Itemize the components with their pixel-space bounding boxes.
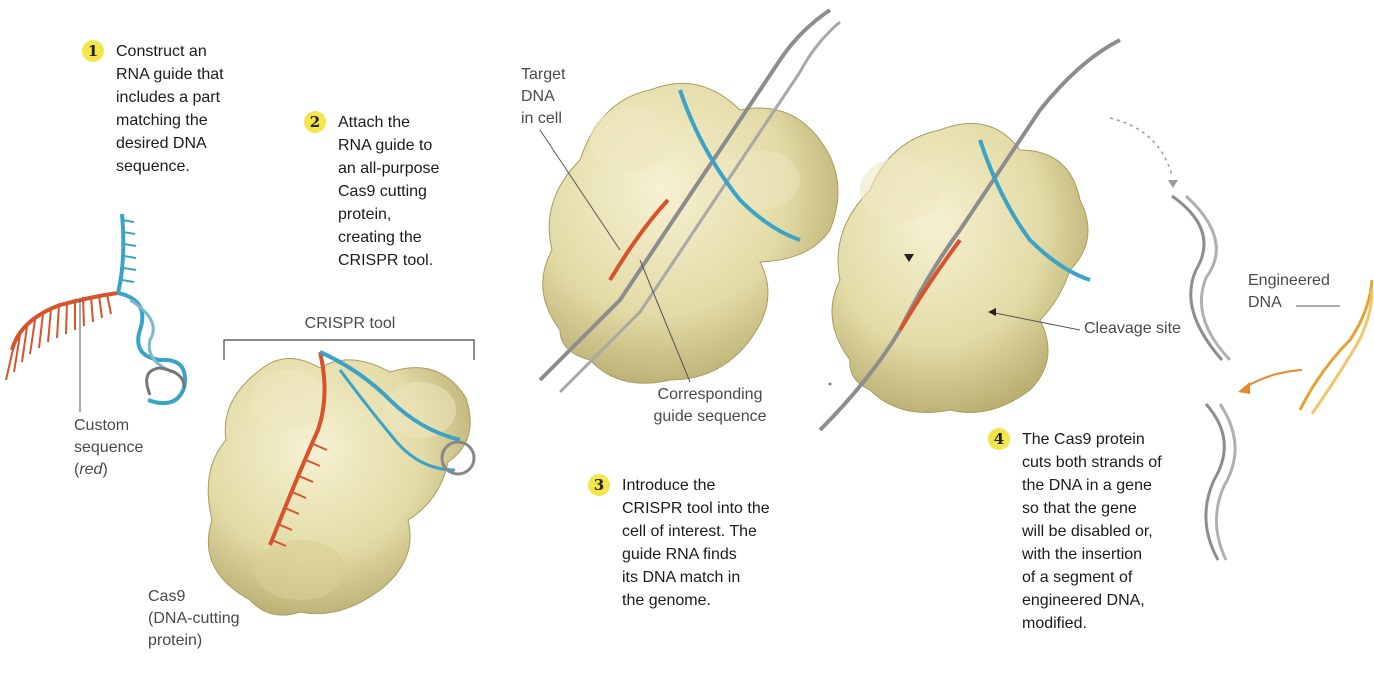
custom-sequence-teeth xyxy=(6,294,111,380)
step-3: 3 Introduce the CRISPR tool into the cel… xyxy=(622,474,792,612)
target-dna-label-line: DNA xyxy=(521,86,565,108)
corresponding-guide-label-line: guide sequence xyxy=(640,406,780,428)
step-2: 2 Attach the RNA guide to an all-purpose… xyxy=(338,111,478,272)
step-4-line: cuts both strands of xyxy=(1022,451,1192,474)
step-1: 1 Construct an RNA guide that includes a… xyxy=(116,40,256,178)
insertion-arrow xyxy=(1244,370,1302,388)
custom-sequence-label-line: sequence xyxy=(74,437,143,459)
step-4-line: modified. xyxy=(1022,612,1192,635)
custom-sequence-label: Custom sequence (red) xyxy=(74,415,143,481)
engineered-dna-label: Engineered DNA xyxy=(1248,270,1330,314)
target-dna-label-line: in cell xyxy=(521,108,565,130)
target-dna-label: Target DNA in cell xyxy=(521,64,565,130)
step-1-line: includes a part xyxy=(116,86,256,109)
step-1-line: desired DNA xyxy=(116,132,256,155)
step-4-line: with the insertion xyxy=(1022,543,1192,566)
step-2-badge: 2 xyxy=(304,111,326,133)
cas9-label: Cas9 (DNA-cutting protein) xyxy=(148,586,240,652)
step-1-line: sequence. xyxy=(116,155,256,178)
step-1-line: Construct an xyxy=(116,40,256,63)
step-2-line: creating the xyxy=(338,226,478,249)
step-2-line: an all-purpose xyxy=(338,157,478,180)
guide-rna-panel1 xyxy=(6,214,185,412)
step-1-badge: 1 xyxy=(82,40,104,62)
cas9-protein-panel3 xyxy=(543,83,838,383)
cas9-label-line: (DNA-cutting xyxy=(148,608,240,630)
cas9-label-line: Cas9 xyxy=(148,586,240,608)
step-1-line: RNA guide that xyxy=(116,63,256,86)
dotted-arrow xyxy=(1110,118,1172,176)
crispr-tool-bracket xyxy=(224,340,474,360)
engineered-dna-label-line: DNA xyxy=(1248,292,1330,314)
step-2-line: protein, xyxy=(338,203,478,226)
step-2-line: Cas9 cutting xyxy=(338,180,478,203)
custom-sequence-label-line: Custom xyxy=(74,415,143,437)
step-3-line: the genome. xyxy=(622,589,792,612)
step-4-line: will be disabled or, xyxy=(1022,520,1192,543)
step-1-line: matching the xyxy=(116,109,256,132)
step-3-line: cell of interest. The xyxy=(622,520,792,543)
engineered-dna-label-line: Engineered xyxy=(1248,270,1330,292)
step-4-line: so that the gene xyxy=(1022,497,1192,520)
step-3-badge: 3 xyxy=(588,474,610,496)
step-4-line: the DNA in a gene xyxy=(1022,474,1192,497)
cas9-protein-panel4 xyxy=(832,123,1088,412)
custom-sequence-strand xyxy=(12,293,118,350)
step-2-line: Attach the xyxy=(338,111,478,134)
cas9-protein-panel2 xyxy=(208,358,470,615)
step-4-line: of a segment of xyxy=(1022,566,1192,589)
cas9-label-line: protein) xyxy=(148,630,240,652)
corresponding-guide-label-line: Corresponding xyxy=(640,384,780,406)
step-4-line: The Cas9 protein xyxy=(1022,428,1192,451)
step-4: 4 The Cas9 protein cuts both strands of … xyxy=(1022,428,1192,635)
scatter-dot xyxy=(829,383,832,386)
step-3-line: CRISPR tool into the xyxy=(622,497,792,520)
corresponding-guide-label: Corresponding guide sequence xyxy=(640,384,780,428)
step-4-badge: 4 xyxy=(988,428,1010,450)
cleavage-site-label: Cleavage site xyxy=(1084,318,1181,340)
crispr-tool-label: CRISPR tool xyxy=(290,313,410,335)
target-dna-label-line: Target xyxy=(521,64,565,86)
step-3-line: Introduce the xyxy=(622,474,792,497)
step-2-line: CRISPR tool. xyxy=(338,249,478,272)
step-3-line: guide RNA finds xyxy=(622,543,792,566)
custom-sequence-note: (red) xyxy=(74,459,143,481)
step-4-line: engineered DNA, xyxy=(1022,589,1192,612)
custom-sequence-note-text: red xyxy=(79,461,102,478)
step-2-line: RNA guide to xyxy=(338,134,478,157)
step-3-line: its DNA match in xyxy=(622,566,792,589)
guide-scaffold xyxy=(118,214,123,293)
